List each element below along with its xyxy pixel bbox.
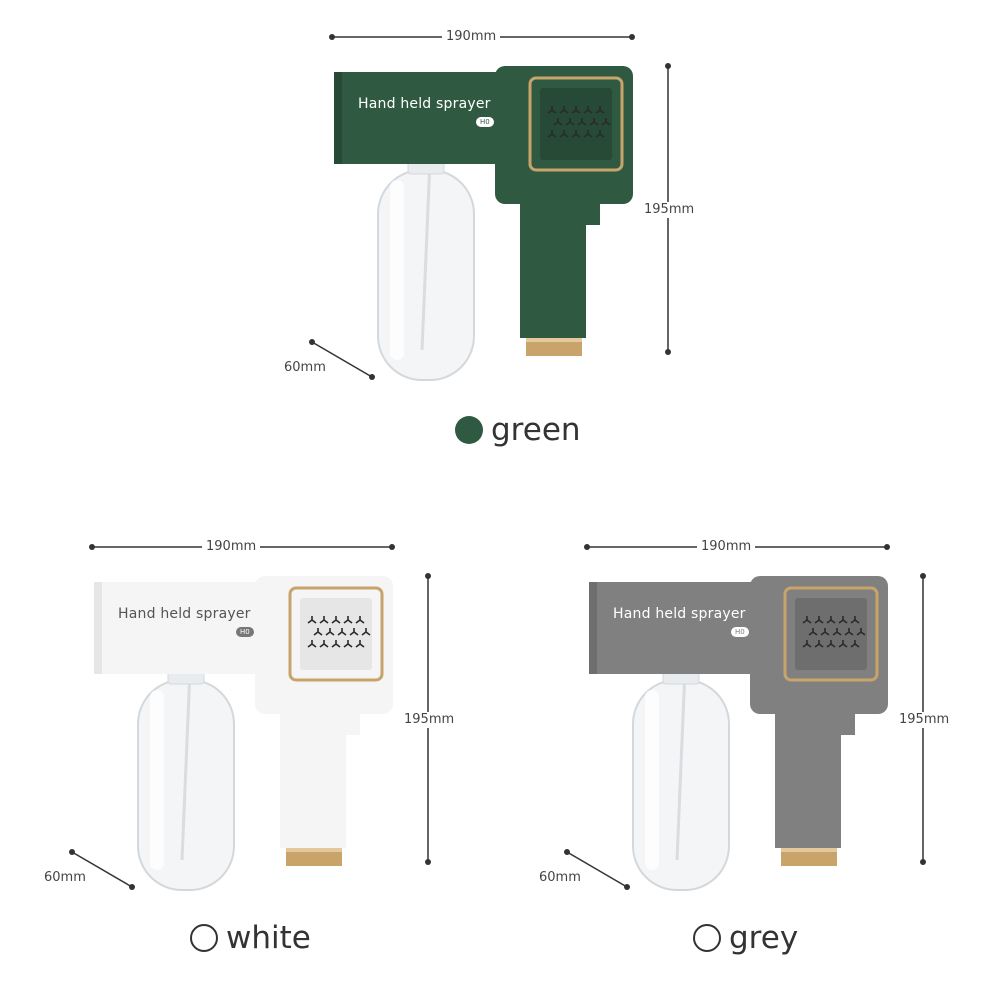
spray-bottle-icon bbox=[632, 667, 730, 891]
sprayer-illustration bbox=[564, 544, 926, 891]
spray-bottle-icon bbox=[377, 157, 475, 381]
height-label: 195mm bbox=[640, 202, 699, 218]
model-badge: H0 bbox=[476, 117, 494, 127]
dimension-depth bbox=[564, 849, 630, 890]
sprayer-illustration bbox=[309, 34, 671, 381]
sprayer-illustration bbox=[69, 544, 431, 891]
color-option-green[interactable]: green bbox=[455, 412, 581, 448]
model-badge: H0 bbox=[236, 627, 254, 637]
color-swatch bbox=[190, 924, 218, 952]
dimension-depth bbox=[69, 849, 135, 890]
brand-label: Hand held sprayer bbox=[358, 96, 491, 112]
vent-grille-icon bbox=[288, 586, 384, 682]
width-label: 190mm bbox=[202, 539, 261, 555]
spray-bottle-icon bbox=[137, 667, 235, 891]
color-name: white bbox=[226, 920, 311, 956]
color-name: green bbox=[491, 412, 581, 448]
dimension-depth bbox=[309, 339, 375, 380]
depth-label: 60mm bbox=[280, 360, 330, 376]
color-option-grey[interactable]: grey bbox=[693, 920, 798, 956]
color-swatch bbox=[693, 924, 721, 952]
brand-label: Hand held sprayer bbox=[118, 606, 251, 622]
color-name: grey bbox=[729, 920, 799, 956]
vent-grille-icon bbox=[528, 76, 624, 172]
depth-label: 60mm bbox=[535, 870, 585, 886]
width-label: 190mm bbox=[697, 539, 756, 555]
width-label: 190mm bbox=[442, 29, 501, 45]
color-option-white[interactable]: white bbox=[190, 920, 311, 956]
color-swatch bbox=[455, 416, 483, 444]
model-badge: H0 bbox=[731, 627, 749, 637]
depth-label: 60mm bbox=[40, 870, 90, 886]
height-label: 195mm bbox=[895, 712, 954, 728]
height-label: 195mm bbox=[400, 712, 459, 728]
brand-label: Hand held sprayer bbox=[613, 606, 746, 622]
vent-grille-icon bbox=[783, 586, 879, 682]
